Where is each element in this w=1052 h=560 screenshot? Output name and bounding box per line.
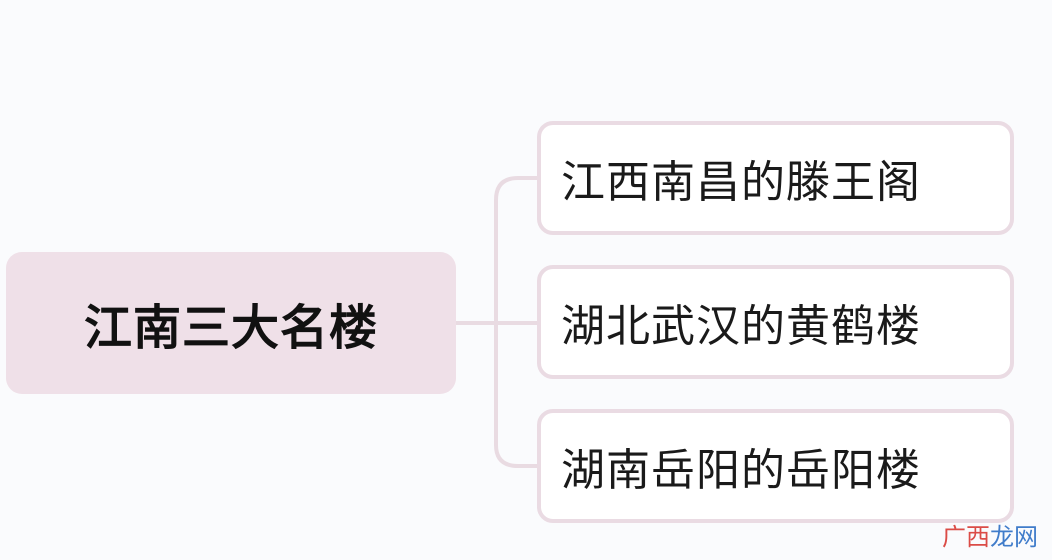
connector-to-child-3	[494, 323, 537, 468]
subtopic-tengwang-pavilion[interactable]: 江西南昌的滕王阁	[537, 121, 1014, 235]
subtopic-label: 江西南昌的滕王阁	[561, 157, 921, 208]
watermark-part-1: 广	[942, 523, 966, 551]
root-topic[interactable]: 江南三大名楼	[6, 252, 456, 394]
connector-to-child-1	[494, 176, 537, 323]
subtopic-label: 湖南岳阳的岳阳楼	[561, 445, 921, 496]
subtopic-label: 湖北武汉的黄鹤楼	[561, 301, 921, 352]
watermark-part-3: 龙网	[990, 523, 1038, 551]
watermark-part-2: 西	[966, 523, 990, 551]
subtopic-yueyang-tower[interactable]: 湖南岳阳的岳阳楼	[537, 409, 1014, 523]
root-topic-label: 江南三大名楼	[83, 300, 378, 356]
subtopic-yellow-crane-tower[interactable]: 湖北武汉的黄鹤楼	[537, 265, 1014, 379]
site-watermark: 广西龙网	[942, 517, 1038, 552]
